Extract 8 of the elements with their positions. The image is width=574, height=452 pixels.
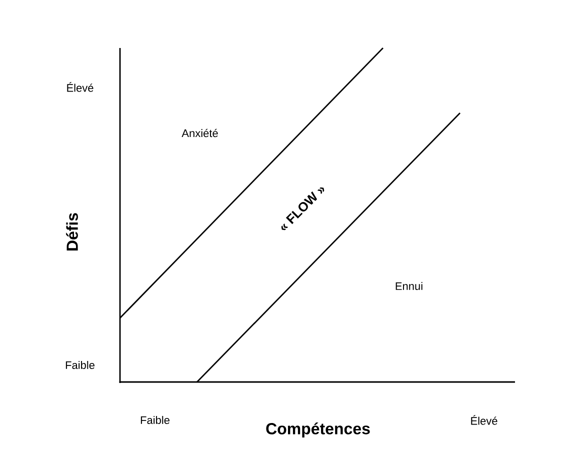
axis-label: Faible [66,360,94,370]
axis-label: Ennui [396,282,422,290]
axis-label: Anxiété [182,128,218,138]
axis-title: Compétences [266,422,370,438]
axis-label: Faible [140,416,170,424]
axis-title: Défis [66,213,78,250]
axis-label: Élevé [67,82,94,92]
axis-label: Élevé [471,415,498,425]
